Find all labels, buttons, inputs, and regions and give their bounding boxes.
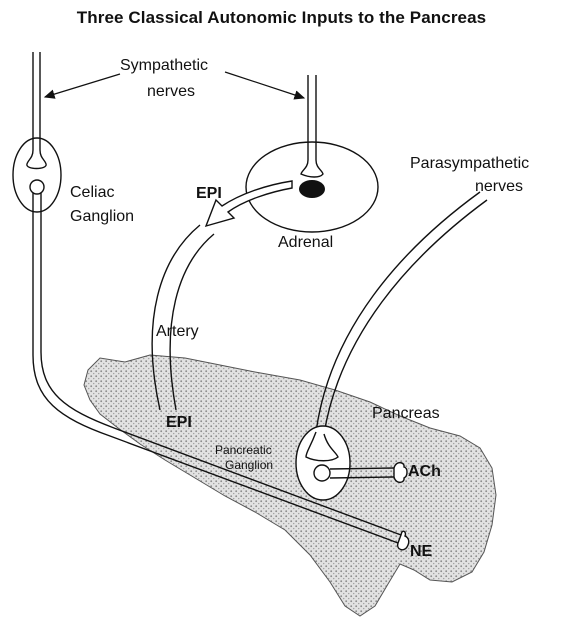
label-parasympathetic-nerves: nerves xyxy=(475,178,523,195)
label-sympathetic-nerves: nerves xyxy=(147,83,195,100)
label-epi-top: EPI xyxy=(196,185,222,202)
label-artery: Artery xyxy=(156,323,199,340)
celiac-ganglion xyxy=(13,138,61,212)
label-ach: ACh xyxy=(408,463,441,480)
sympathetic-arrow-right xyxy=(225,72,304,98)
label-epi-bottom: EPI xyxy=(166,414,192,431)
adrenal-chromaffin-cell xyxy=(299,180,325,198)
label-parasympathetic: Parasympathetic xyxy=(410,155,529,172)
label-pancreatic: Pancreatic xyxy=(215,443,272,457)
celiac-neuron-body xyxy=(30,180,44,194)
pancreatic-neuron-body xyxy=(314,465,330,481)
left-sympathetic-nerve xyxy=(27,52,46,164)
sympathetic-arrow-left xyxy=(45,74,120,97)
label-adrenal: Adrenal xyxy=(278,234,333,251)
label-ne: NE xyxy=(410,543,433,560)
label-pancreatic-ganglion: Ganglion xyxy=(225,458,273,472)
label-celiac-ganglion: Ganglion xyxy=(70,208,134,225)
right-sympathetic-nerve xyxy=(301,75,323,177)
label-celiac: Celiac xyxy=(70,184,114,201)
label-pancreas: Pancreas xyxy=(372,405,440,422)
pancreas-body xyxy=(84,355,496,616)
label-sympathetic: Sympathetic xyxy=(120,57,208,74)
celiac-synapse-terminal xyxy=(27,164,46,169)
